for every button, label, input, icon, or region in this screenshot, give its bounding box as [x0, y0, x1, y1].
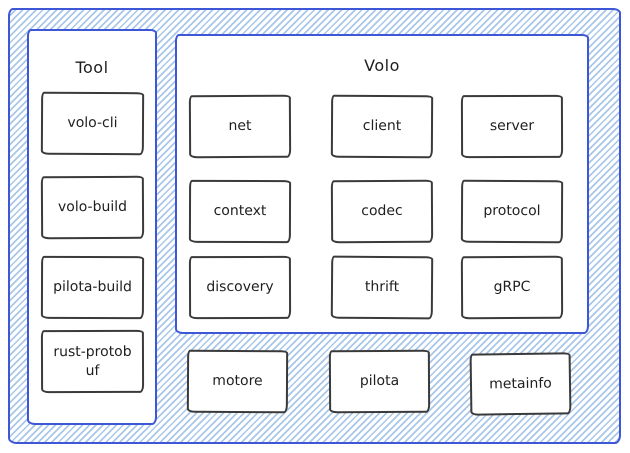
box-grpc: gRPC — [460, 255, 564, 320]
box-pilota-label: pilota — [359, 373, 400, 390]
box-volo-cli: volo-cli — [40, 91, 145, 156]
box-codec-label: codec — [361, 203, 403, 220]
box-rust-protobuf-label: rust-protobuf — [53, 344, 132, 379]
box-discovery-label: discovery — [206, 279, 274, 296]
box-grpc-label: gRPC — [493, 279, 531, 296]
box-net-label: net — [228, 118, 252, 135]
box-protocol: protocol — [460, 179, 564, 244]
box-protocol-label: protocol — [483, 203, 541, 220]
box-net: net — [188, 94, 292, 159]
box-volo-build-label: volo-build — [57, 199, 128, 216]
box-motore: motore — [186, 349, 289, 414]
box-discovery: discovery — [188, 255, 292, 320]
volo-panel: Volo net client server context codec pro… — [175, 34, 589, 334]
box-motore-label: motore — [212, 373, 263, 390]
box-pilota-build-label: pilota-build — [53, 279, 132, 296]
box-server: server — [460, 94, 564, 159]
box-pilota-build: pilota-build — [40, 255, 145, 320]
box-pilota: pilota — [328, 349, 431, 414]
tool-panel: Tool volo-cli volo-build pilota-build ru… — [27, 29, 157, 425]
box-server-label: server — [489, 118, 535, 135]
box-thrift-label: thrift — [364, 279, 400, 296]
tool-panel-title: Tool — [75, 58, 109, 77]
box-thrift: thrift — [330, 255, 434, 320]
volo-panel-title: Volo — [364, 56, 400, 75]
box-metainfo-label: metainfo — [489, 375, 552, 393]
box-client-label: client — [362, 118, 402, 135]
box-rust-protobuf: rust-protobuf — [40, 329, 145, 394]
box-codec: codec — [330, 179, 434, 244]
box-metainfo: metainfo — [469, 352, 572, 416]
outer-hatched-container: Tool volo-cli volo-build pilota-build ru… — [8, 8, 621, 444]
box-context: context — [188, 179, 292, 244]
box-context-label: context — [213, 203, 267, 220]
box-volo-cli-label: volo-cli — [67, 115, 118, 132]
box-volo-build: volo-build — [40, 175, 145, 240]
box-client: client — [330, 94, 434, 159]
